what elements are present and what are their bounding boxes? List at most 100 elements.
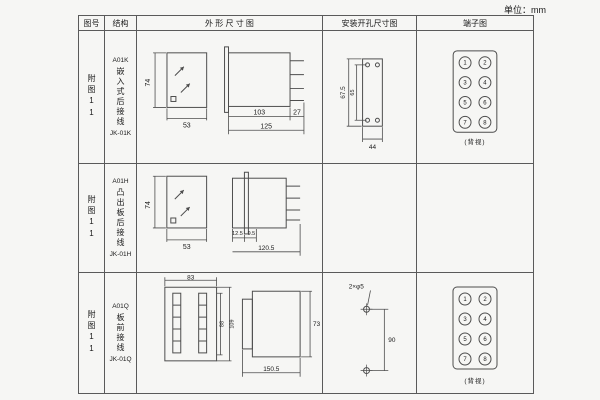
mounting-cell-r3: 2×φ5 90 (323, 273, 417, 393)
terminal-number: 8 (483, 120, 487, 126)
unit-label: 单位：mm (504, 5, 546, 15)
hole-callout: 2×φ5 (349, 283, 364, 290)
header-fig-no: 图号 (79, 16, 105, 31)
header-terminal-label: 端子图 (463, 18, 487, 28)
model-label: A01H (112, 178, 129, 185)
model-code: JK-01H (109, 251, 132, 258)
structure-cell-r1: A01K 嵌入式后接线 JK-01K (105, 31, 137, 164)
dim-body-depth: 103 (253, 109, 265, 116)
structure-label: 嵌入式后接线 (116, 67, 125, 127)
outline-drawing-jk01q: 83 88 109 150.5 73 (164, 274, 321, 377)
terminal-cell-r2-empty (417, 164, 533, 273)
terminal-number: 2 (483, 61, 486, 67)
mounting-cell-r2-empty (323, 164, 417, 273)
side-view (241, 290, 301, 358)
cutout-view (362, 58, 383, 127)
outline-cell-r2: 74 53 12.5 9.5 120.5 (137, 164, 323, 273)
front-view-dim-lines (152, 175, 208, 242)
dim-total-depth: 125 (260, 123, 272, 130)
dim-total-depth: 120.5 (258, 245, 275, 252)
terminal-number: 5 (463, 100, 467, 106)
dimension-table: 图号 结构 外 形 尺 寸 图 安装开孔尺寸图 端子图 附图11 A01K 嵌入… (78, 15, 534, 394)
terminal-block (452, 50, 498, 133)
terminal-number: 1 (463, 61, 467, 67)
header-structure-label: 结构 (112, 18, 129, 28)
hole-centerlines (360, 303, 373, 377)
dim-hole-spacing: 65 (350, 90, 356, 96)
fig-no-label: 附图11 (87, 195, 96, 241)
terminal-number: 6 (483, 337, 487, 343)
dim-outer-height: 109 (229, 319, 235, 328)
fig-no-label: 附图11 (87, 310, 96, 356)
terminal-view-note: (背视) (464, 376, 485, 385)
fig-no-cell-r1: 附图11 (79, 31, 105, 164)
terminal-number: 4 (483, 317, 487, 323)
dim-front-height: 74 (145, 201, 152, 209)
front-view-dim-lines (153, 52, 208, 121)
terminal-number: 3 (463, 81, 467, 87)
header-outline-label: 外 形 尺 寸 图 (205, 18, 254, 28)
drill-holes (363, 305, 370, 375)
outline-drawing-jk01k: 74 53 103 27 125 (145, 46, 305, 135)
terminal-cell-r3: 1 2 3 4 5 6 7 8 (背视) (417, 273, 533, 393)
header-structure: 结构 (105, 16, 137, 31)
dim-side-height: 73 (313, 321, 321, 328)
dim-cutout-width: 44 (369, 144, 377, 151)
terminal-number: 8 (483, 357, 487, 363)
front-view (166, 175, 208, 229)
header-terminal: 端子图 (417, 16, 533, 31)
header-mounting: 安装开孔尺寸图 (323, 16, 417, 31)
dim-pin-depth: 27 (293, 109, 301, 116)
front-view (166, 52, 208, 108)
structure-label: 凸出板后接线 (116, 188, 125, 248)
side-view-dim-lines (228, 102, 305, 135)
front-view (164, 286, 218, 362)
hole-dim-lines (367, 290, 389, 371)
header-mounting-label: 安装开孔尺寸图 (341, 18, 398, 28)
dim-hole-spacing: 90 (388, 337, 396, 344)
dim-cutout-height: 67.5 (340, 86, 347, 99)
terminal-number: 6 (483, 100, 487, 106)
outline-drawing-jk01h: 74 53 12.5 9.5 120.5 (145, 171, 301, 256)
fig-no-cell-r3: 附图11 (79, 273, 105, 393)
terminal-cell-r1: 1 2 3 4 5 6 7 8 (背视) (417, 31, 533, 164)
terminal-drawing-jk01k: 1 2 3 4 5 6 7 8 (背视) (452, 50, 498, 146)
terminal-number: 4 (483, 81, 487, 87)
dim-step-offset: 9.5 (248, 231, 256, 237)
terminal-view-note: (背视) (464, 137, 485, 146)
dim-front-width: 53 (183, 244, 191, 251)
mounting-cell-r1: 67.5 65 44 (323, 31, 417, 164)
side-view-dim-lines (232, 223, 301, 256)
mounting-drawing-jk01k: 67.5 65 44 (340, 58, 383, 151)
side-view (231, 171, 301, 235)
header-fig-no-label: 图号 (83, 18, 100, 28)
terminal-number: 2 (483, 297, 487, 303)
fig-no-label: 附图11 (87, 74, 96, 120)
model-code: JK-01K (109, 130, 132, 137)
side-view-dim-lines (242, 290, 313, 377)
terminal-number: 1 (463, 297, 467, 303)
structure-cell-r2: A01H 凸出板后接线 JK-01H (105, 164, 137, 273)
terminal-block (452, 286, 498, 370)
model-code: JK-01Q (109, 356, 132, 363)
fig-no-cell-r2: 附图11 (79, 164, 105, 273)
outline-cell-r3: 83 88 109 150.5 73 (137, 273, 323, 393)
dim-front-width: 83 (187, 274, 195, 281)
terminal-drawing-jk01q: 1 2 3 4 5 6 7 8 (背视) (452, 286, 498, 385)
terminal-number: 7 (463, 357, 467, 363)
terminal-number: 3 (463, 317, 467, 323)
structure-cell-r3: A01Q 板前接线 JK-01Q (105, 273, 137, 393)
model-label: A01K (112, 57, 129, 64)
structure-label: 板前接线 (116, 313, 125, 353)
front-view-dim-lines (164, 277, 232, 362)
cutout-dim-lines (346, 58, 383, 143)
dim-inner-height: 88 (220, 321, 226, 327)
dim-flange-offset: 12.5 (232, 231, 243, 237)
outline-cell-r1: 74 53 103 27 125 (137, 31, 323, 164)
terminal-number: 5 (463, 337, 467, 343)
dim-front-width: 53 (183, 122, 191, 129)
dim-total-depth: 150.5 (263, 366, 280, 373)
model-label: A01Q (112, 303, 129, 310)
mounting-drawing-jk01q: 2×φ5 90 (349, 283, 396, 377)
side-view (224, 46, 304, 113)
